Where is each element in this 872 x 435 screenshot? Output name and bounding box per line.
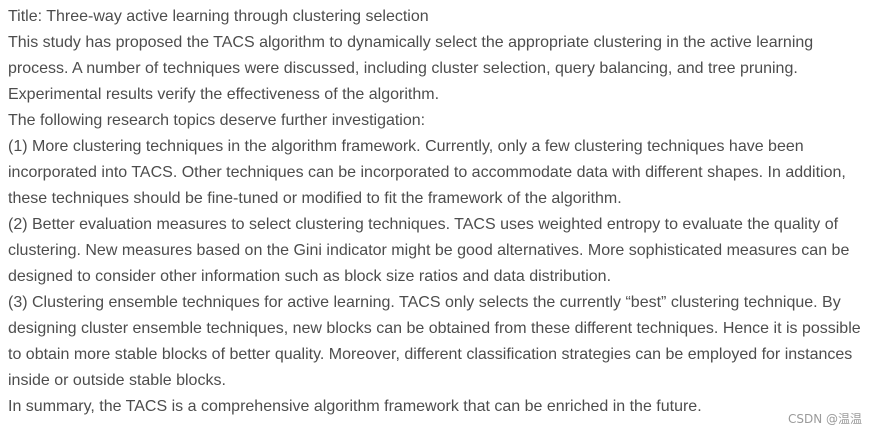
- topic-3-paragraph: (3) Clustering ensemble techniques for a…: [8, 294, 861, 389]
- topic-2-paragraph: (2) Better evaluation measures to select…: [8, 216, 850, 285]
- article-title-line: Title: Three-way active learning through…: [8, 8, 429, 25]
- article-body: Title: Three-way active learning through…: [8, 4, 868, 420]
- csdn-watermark: CSDN @温温: [787, 412, 862, 426]
- summary-paragraph: In summary, the TACS is a comprehensive …: [8, 398, 702, 415]
- intro-paragraph: This study has proposed the TACS algorit…: [8, 34, 814, 103]
- topic-1-paragraph: (1) More clustering techniques in the al…: [8, 138, 846, 207]
- topics-lead-paragraph: The following research topics deserve fu…: [8, 112, 426, 129]
